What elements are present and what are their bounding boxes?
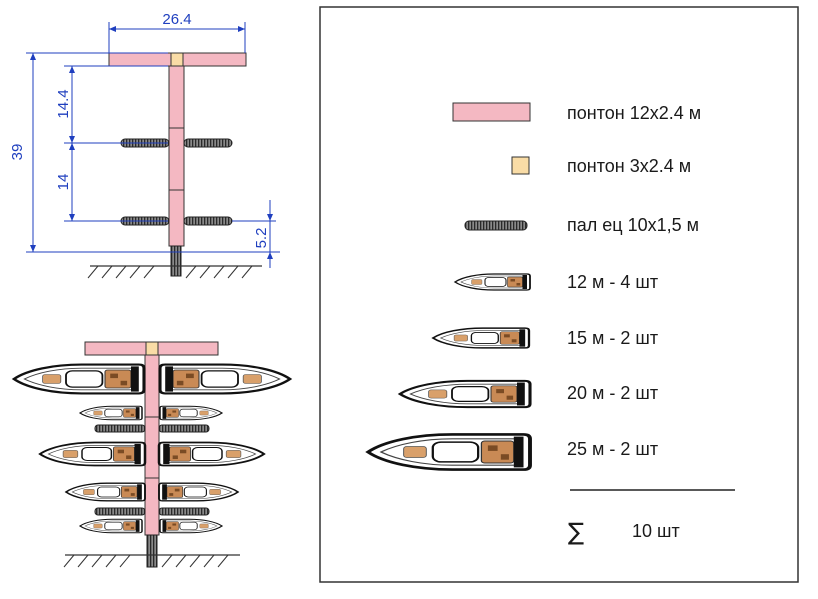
finger-pier <box>158 424 210 433</box>
boat-20m <box>157 441 266 467</box>
finger-pier <box>183 216 233 226</box>
legend-swatch-finger <box>464 220 528 231</box>
boat-12m <box>159 518 223 534</box>
legend: понтон 12х2.4 м понтон 3х2.4 м пал ец 10… <box>319 6 799 583</box>
legend-sum-value: 10 шт <box>632 521 680 541</box>
legend-sum-symbol: ∑ <box>568 518 584 546</box>
legend-label-boat-15: 15 м - 2 шт <box>567 328 658 348</box>
gangway <box>146 534 158 568</box>
boat-12m <box>79 405 143 421</box>
boat-25m <box>158 363 292 395</box>
legend-label-pontoon-large: понтон 12х2.4 м <box>567 103 701 123</box>
pontoon-connector <box>145 341 159 356</box>
finger-pier <box>94 507 146 516</box>
pontoon-connector <box>170 52 184 67</box>
legend-label-pontoon-small: понтон 3х2.4 м <box>567 156 691 176</box>
finger-pier <box>94 424 146 433</box>
legend-label-boat-25: 25 м - 2 шт <box>567 439 658 459</box>
gangway <box>170 245 182 277</box>
boat-25m <box>12 363 146 395</box>
berthing-plan <box>12 341 292 568</box>
legend-frame <box>319 6 799 583</box>
legend-label-boat-12: 12 м - 4 шт <box>567 272 658 292</box>
pontoon-spine <box>168 65 185 247</box>
finger-pier <box>183 138 233 148</box>
boat-15m <box>158 482 239 502</box>
finger-pier <box>158 507 210 516</box>
legend-swatch-pontoon-large <box>452 102 531 122</box>
pontoon-spine <box>144 354 160 536</box>
dim-total-height: 39 <box>9 144 26 161</box>
dim-top-width: 26.4 <box>162 11 191 28</box>
dim-bottom-offset: 5.2 <box>253 228 270 249</box>
legend-label-boat-20: 20 м - 2 шт <box>567 383 658 403</box>
boat-12m <box>159 405 223 421</box>
boat-15m <box>65 482 146 502</box>
dim-segment-lower: 14 <box>55 174 72 191</box>
dimensioned-plan: 26.4 39 14.4 14 5.2 <box>9 11 280 279</box>
legend-label-finger: пал ец 10х1,5 м <box>567 215 699 235</box>
legend-swatch-pontoon-small <box>511 156 530 175</box>
boat-12m <box>79 518 143 534</box>
dim-segment-upper: 14.4 <box>55 89 72 118</box>
boat-20m <box>38 441 147 467</box>
